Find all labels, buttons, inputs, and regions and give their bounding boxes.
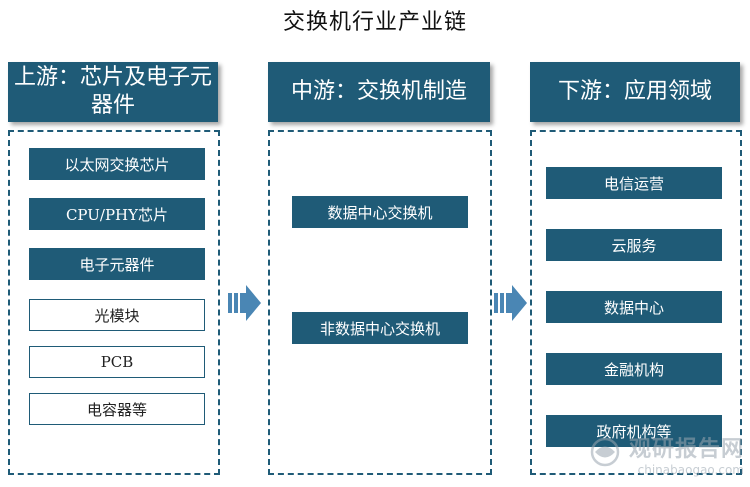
upstream-item: PCB [29, 346, 205, 378]
upstream-item: CPU/PHY芯片 [29, 198, 205, 230]
midstream-item: 数据中心交换机 [292, 196, 468, 228]
midstream-header: 中游：交换机制造 [268, 62, 490, 122]
downstream-item: 金融机构 [546, 353, 722, 385]
right-arrow-icon [228, 285, 261, 321]
upstream-item: 光模块 [29, 299, 205, 331]
right-arrow-icon [494, 285, 527, 321]
downstream-item: 政府机构等 [546, 415, 722, 447]
upstream-item: 以太网交换芯片 [29, 148, 205, 180]
downstream-header: 下游：应用领域 [530, 62, 740, 122]
midstream-container [268, 130, 492, 475]
downstream-item: 云服务 [546, 229, 722, 261]
diagram-title: 交换机行业产业链 [282, 10, 467, 35]
watermark-cn: 观研报告网 [628, 437, 744, 462]
upstream-header: 上游：芯片及电子元器件 [8, 62, 218, 122]
watermark: 观研报告网 chinabaogao.com [590, 431, 744, 477]
upstream-item: 电子元器件 [29, 248, 205, 280]
upstream-item: 电容器等 [29, 393, 205, 425]
watermark-en: chinabaogao.com [637, 463, 744, 477]
downstream-container [530, 130, 742, 475]
downstream-item: 电信运营 [546, 167, 722, 199]
logo-icon [590, 437, 620, 467]
upstream-container [8, 130, 220, 475]
midstream-item: 非数据中心交换机 [292, 312, 468, 344]
downstream-item: 数据中心 [546, 291, 722, 323]
